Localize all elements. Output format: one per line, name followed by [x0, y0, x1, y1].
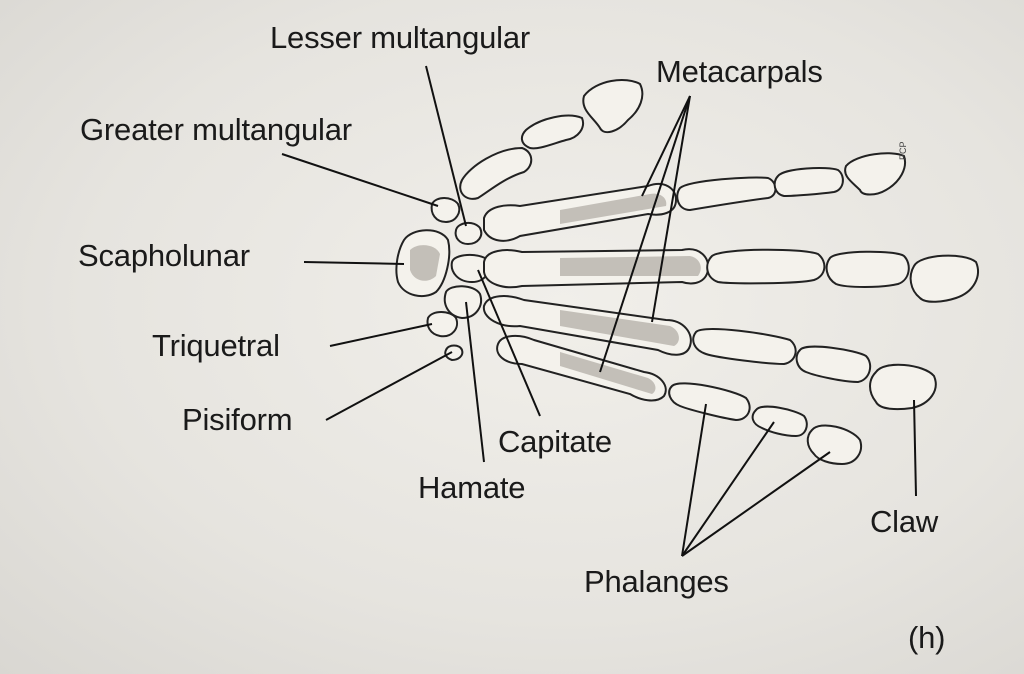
digit-4 — [482, 295, 937, 411]
digit-5 — [496, 334, 862, 466]
label-phalanges: Phalanges — [584, 564, 729, 599]
leader-phalanges-b — [681, 421, 775, 557]
label-panel: (h) — [908, 620, 946, 655]
leader-greater-multangular — [281, 153, 439, 207]
claw-1 — [582, 79, 644, 134]
leader-claw — [913, 399, 917, 497]
phalanx-2b — [773, 167, 844, 198]
leader-lines — [281, 65, 917, 557]
label-pisiform: Pisiform — [182, 402, 293, 437]
leader-metacarpals-b — [651, 95, 691, 323]
label-greater-multangular: Greater multangular — [80, 112, 352, 147]
digit-3 — [483, 248, 979, 303]
claw-2 — [844, 152, 906, 196]
leader-scapholunar — [303, 261, 405, 265]
leader-phalanges-a — [681, 403, 707, 557]
metacarpal-5-shading — [560, 352, 656, 394]
phalanx-1a — [520, 114, 584, 150]
phalanx-3a — [706, 248, 826, 285]
phalanx-3b — [825, 250, 910, 288]
metacarpal-2-shading — [560, 193, 667, 224]
greater-multangular-bone — [430, 197, 461, 224]
label-capitate: Capitate — [498, 424, 612, 459]
digit-1 — [459, 79, 644, 200]
phalanx-4a — [692, 328, 797, 366]
label-scapholunar: Scapholunar — [78, 238, 250, 273]
pisiform-bone — [444, 344, 464, 362]
leader-lesser-multangular — [425, 65, 467, 227]
scapholunar-shading — [410, 245, 440, 281]
label-claw: Claw — [870, 504, 939, 539]
label-triquetral: Triquetral — [152, 328, 280, 363]
lesser-multangular-bone — [454, 222, 483, 246]
label-metacarpals: Metacarpals — [656, 54, 823, 89]
leader-hamate — [465, 301, 485, 463]
digit-2 — [483, 152, 906, 242]
leader-capitate — [477, 269, 541, 417]
claw-4 — [869, 363, 937, 411]
label-lesser-multangular: Lesser multangular — [270, 20, 531, 55]
leader-triquetral — [329, 323, 433, 347]
leader-metacarpals-c — [641, 95, 691, 197]
phalanx-5a — [668, 382, 751, 422]
carpal-bones — [395, 197, 491, 362]
leader-pisiform — [325, 351, 453, 421]
claw-5 — [806, 424, 862, 466]
phalanx-5b — [751, 405, 808, 438]
metacarpal-3-shading — [560, 256, 701, 276]
label-hamate: Hamate — [418, 470, 526, 505]
phalanx-4b — [795, 345, 872, 384]
metacarpal-1 — [459, 146, 533, 200]
claw-3 — [909, 254, 979, 303]
metacarpal-4-shading — [560, 310, 679, 346]
illustrator-initials: PCP — [898, 141, 908, 160]
leader-metacarpals-a — [599, 95, 691, 373]
leader-phalanges-c — [681, 451, 831, 557]
phalanx-2a — [676, 176, 777, 212]
hamate-bone — [443, 285, 482, 320]
triquetral-bone — [426, 311, 458, 338]
